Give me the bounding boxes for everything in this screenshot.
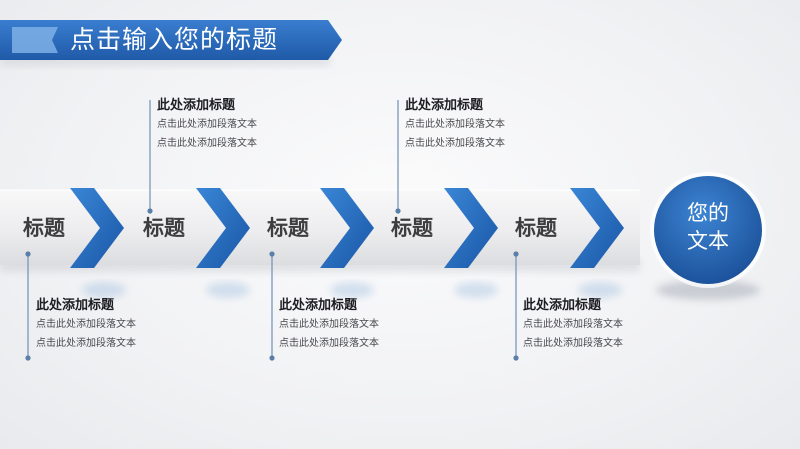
chevron-4 [444,188,498,298]
chevron-5 [570,188,624,298]
step-label-4: 标题 [391,217,433,240]
page-title: 点击输入您的标题 [70,26,279,54]
chevron-1 [70,188,126,298]
callout-text-line: 点击此处添加段落文本 [405,119,505,130]
callout-title: 此处添加标题 [405,97,484,112]
callout-title: 此处添加标题 [157,97,236,112]
callout-text-line: 点击此处添加段落文本 [523,338,623,349]
step-label-2: 标题 [143,217,185,240]
connector-bottom-1 [25,251,31,361]
callout-text-line: 点击此处添加段落文本 [523,319,623,330]
step-label-3: 标题 [267,217,309,240]
connector-bottom-2 [269,251,275,361]
callout-title: 此处添加标题 [523,297,602,312]
callout-text-line: 点击此处添加段落文本 [279,338,379,349]
callout-title: 此处添加标题 [279,297,358,312]
callout-text-line: 点击此处添加段落文本 [36,319,136,330]
callout-text-line: 点击此处添加段落文本 [157,119,257,130]
callout-top-1: 此处添加标题 点击此处添加段落文本 点击此处添加段落文本 [157,95,307,153]
callout-bottom-1: 此处添加标题 点击此处添加段落文本 点击此处添加段落文本 [36,295,186,353]
title-banner [0,20,342,66]
end-circle-line-2: 文本 [687,230,729,253]
callout-text-line: 点击此处添加段落文本 [157,138,257,149]
callout-text-line: 点击此处添加段落文本 [36,338,136,349]
connector-bottom-3 [513,251,519,361]
end-circle-text: 您的 文本 [660,200,756,256]
callout-text-line: 点击此处添加段落文本 [405,138,505,149]
callout-title: 此处添加标题 [36,297,115,312]
connector-top-2 [395,100,401,214]
step-label-5: 标题 [515,217,557,240]
step-label-1: 标题 [23,217,65,240]
connector-top-1 [147,100,153,214]
chevron-3 [320,188,374,298]
callout-bottom-2: 此处添加标题 点击此处添加段落文本 点击此处添加段落文本 [279,295,429,353]
callout-top-2: 此处添加标题 点击此处添加段落文本 点击此处添加段落文本 [405,95,555,153]
end-circle-line-1: 您的 [687,202,729,225]
callout-text-line: 点击此处添加段落文本 [279,319,379,330]
end-circle [650,172,766,300]
callout-bottom-3: 此处添加标题 点击此处添加段落文本 点击此处添加段落文本 [523,295,673,353]
chevron-2 [196,188,250,298]
